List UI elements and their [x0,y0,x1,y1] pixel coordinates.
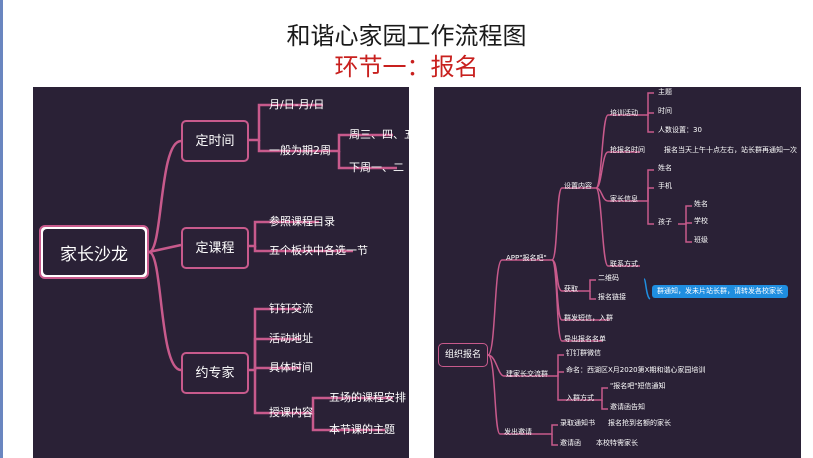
node-send-invite: 发出邀请 [504,428,532,436]
node-name-2: 姓名 [694,200,708,208]
node-course-catalog: 参照课程目录 [269,215,335,228]
node-specific-time: 具体时间 [269,361,313,374]
node-get: 获取 [564,285,578,293]
callout-note: 群通知，发未片站长群，请转发各校家长 [652,285,788,298]
branch-book-expert: 约专家 [181,352,249,394]
node-theme: 主题 [658,88,672,96]
left-mindmap-connectors [148,103,397,432]
node-invite-inform: 邀请函告知 [610,403,645,411]
node-headcount: 人数设置：30 [658,126,702,134]
node-invite-letter: 邀请函 [560,439,581,447]
left-mindmap-panel: 家长沙龙 定时间 定课程 约专家 月/日-月/日 一般为期2周 周三、四、五 下… [33,87,409,458]
right-mindmap-panel: 组织报名 APP"报名吧" 设置内容 培训活动 主题 时间 人数设置：30 抢报… [434,87,801,458]
node-wed-fri: 周三、四、五 [349,128,409,141]
node-five-sessions: 五场的课程安排 [329,391,406,404]
node-name-1: 姓名 [658,164,672,172]
node-admit-notice: 录取通知书 [560,419,595,427]
node-group-naming: 命名：西湖区X月2020第X期和谐心家园培训 [566,366,706,374]
node-dingding: 钉钉交流 [269,302,313,315]
node-training: 培训活动 [610,109,638,117]
right-mindmap-connectors [487,92,692,446]
node-time: 时间 [658,107,672,115]
node-admit-note: 报名抢到名额的家长 [608,419,671,427]
node-qrcode: 二维码 [598,274,619,282]
node-group-sms: 群发短信，入群 [564,314,613,322]
node-invite-note: 本校特需家长 [596,439,638,447]
node-dingding-wechat: 钉钉群微信 [566,349,601,357]
node-app: APP"报名吧" [506,254,547,262]
node-mon-tue: 下周一、二 [349,161,404,174]
node-export-list: 导出报名名单 [564,335,606,343]
node-signup-link: 报名链接 [598,293,626,301]
node-grade: 班级 [694,236,708,244]
node-sms-notice: "报名吧"短信通知 [610,382,666,390]
branch-schedule-course: 定课程 [181,227,249,269]
node-venue: 活动地址 [269,332,313,345]
node-setup-content: 设置内容 [564,182,592,190]
node-phone: 手机 [658,182,672,190]
slide-edge-strip [0,0,3,458]
node-contact: 联系方式 [610,260,638,268]
page-title: 和谐心家园工作流程图 [286,22,527,50]
branch-schedule-time: 定时间 [181,120,249,162]
root-node: 家长沙龙 [39,225,149,279]
node-deadline: 抢报名时间 [610,146,645,154]
node-build-group: 建家长交流群 [506,370,548,378]
node-deadline-note: 报名当天上午十点左右，站长群再通知一次 [664,146,797,154]
page-subtitle: 环节一：报名 [334,53,479,81]
node-school: 学校 [694,217,708,225]
node-session-theme: 本节课的主题 [329,423,395,436]
node-two-weeks: 一般为期2周 [269,144,331,157]
node-five-modules: 五个板块中各选一节 [269,244,368,257]
root-label: 家长沙龙 [60,244,128,265]
node-lecture-content: 授课内容 [269,406,313,419]
node-date-range: 月/日-月/日 [269,98,325,111]
node-parent-info: 家长信息 [610,195,638,203]
node-child: 孩子 [658,218,672,226]
node-join-method: 入群方式 [566,394,594,402]
right-root-node: 组织报名 [438,343,488,367]
